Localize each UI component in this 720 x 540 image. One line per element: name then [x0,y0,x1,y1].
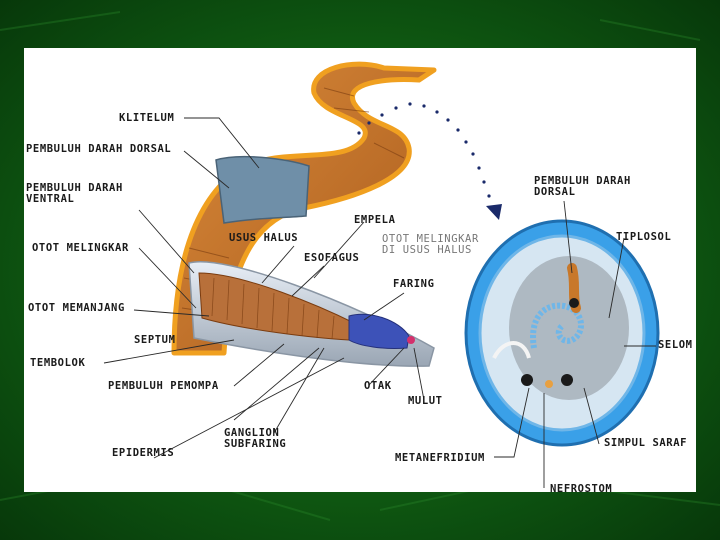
brain [407,336,415,344]
label-pembuluh-darah-dorsal: PEMBULUH DARAH DORSAL [26,143,172,155]
label-otot-melingkar: OTOT MELINGKAR [32,242,129,254]
label-tiplosol: TIPLOSOL [616,231,672,243]
label-otak: OTAK [364,380,392,392]
label-metanefridium: METANEFRIDIUM [395,452,485,464]
label-ganglion-subfaring: GANGLION SUBFARING [224,427,287,450]
label-empela: EMPELA [354,214,396,226]
label-pembuluh-darah-ventral: PEMBULUH DARAH VENTRAL [26,182,123,205]
label-pembuluh-darah-dorsal-right: PEMBULUH DARAH DORSAL [534,175,631,198]
label-tembolok: TEMBOLOK [30,357,86,369]
diagram-panel: KLITELUM PEMBULUH DARAH DORSAL PEMBULUH … [24,48,696,492]
label-klitelum: KLITELUM [119,112,175,124]
pharynx [348,313,410,349]
clitellum-band [215,155,310,224]
label-mulut: MULUT [408,395,443,407]
label-septum: SEPTUM [134,334,176,346]
label-otot-memanjang: OTOT MEMANJANG [28,302,125,314]
label-usus-halus: USUS HALUS [229,232,299,244]
label-faring: FARING [393,278,435,290]
label-otot-melingkar-usus-halus: OTOT MELINGKAR DI USUS HALUS [382,233,479,256]
typhlosole [530,302,584,349]
cutaway-section [188,261,435,367]
cross-section [464,219,660,447]
earthworm-illustration [103,61,660,488]
label-pembuluh-pemompa: PEMBULUH PEMOMPA [108,380,219,392]
label-selom: SELOM [658,339,693,351]
pointer-arrow [357,102,502,220]
label-simpul-saraf: SIMPUL SARAF [604,437,688,449]
label-nefrostom: NEFROSTOM [550,483,613,493]
label-esofagus: ESOFAGUS [304,252,360,264]
label-epidermis: EPIDERMIS [112,447,175,459]
leader-lines [103,117,656,488]
